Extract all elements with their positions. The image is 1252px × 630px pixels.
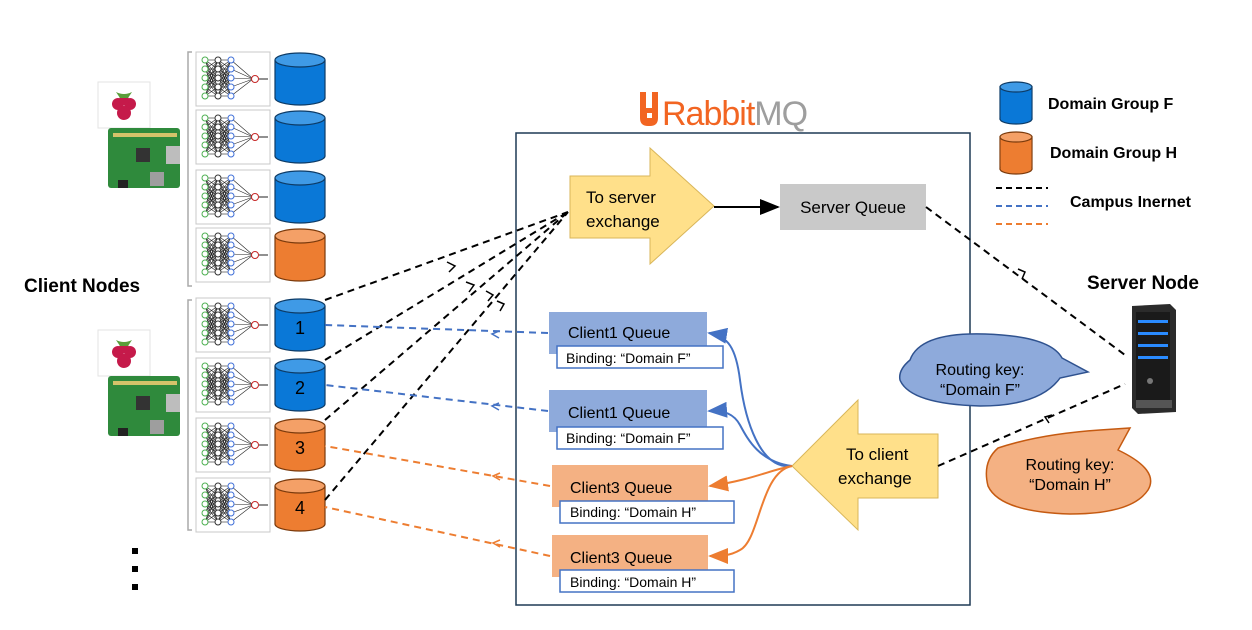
blue-database-icon (274, 170, 326, 224)
client-queue-1: Client1 Queue Binding: “Domain F” (549, 312, 724, 369)
server-node-label: Server Node (1087, 273, 1199, 294)
queue-binding: Binding: “Domain H” (570, 504, 696, 520)
model-row: 4 (195, 477, 326, 533)
db-number: 4 (295, 498, 305, 518)
neural-network-graph (201, 232, 268, 276)
legend: Domain Group F Domain Group H Campus Ine… (996, 81, 1192, 225)
blue-database-icon (274, 110, 326, 164)
neural-network-graph (201, 422, 268, 466)
queue-binding: Binding: “Domain F” (566, 430, 691, 446)
group-bracket (187, 299, 192, 531)
client-nodes: Client Nodes (24, 51, 326, 590)
db-number: 1 (295, 318, 305, 338)
routing-key-h-line2: “Domain H” (1029, 477, 1111, 494)
to-client-line1: To client (846, 445, 909, 464)
model-row: 3 (195, 417, 326, 473)
legend-orange-cylinder-icon (999, 131, 1033, 175)
routing-key-f-line2: “Domain F” (940, 382, 1020, 399)
blue-database-icon (274, 52, 326, 106)
pi-board-icon (108, 128, 180, 188)
model-row: 1 (195, 297, 326, 353)
neural-network-graph (201, 174, 268, 218)
legend-domain-f: Domain Group F (1048, 96, 1174, 113)
campus-network-lines (324, 206, 1126, 557)
to-server-line1: To server (586, 188, 656, 207)
server-queue: Server Queue (780, 184, 926, 230)
raspberry-logo-icon (112, 340, 136, 368)
blue-database-icon (274, 298, 326, 352)
model-row (195, 51, 326, 107)
raspberry-pi-1 (97, 81, 180, 188)
model-row (195, 109, 326, 165)
orange-database-icon (274, 228, 326, 282)
exchange-routes (707, 327, 793, 564)
neural-network-graph (201, 302, 268, 346)
db-number: 2 (295, 378, 305, 398)
legend-blue-cylinder-icon (999, 81, 1033, 125)
neural-network-graph (201, 114, 268, 158)
raspberry-pi-2 (97, 329, 180, 436)
queue-name: Client3 Queue (570, 480, 672, 497)
to-server-line2: exchange (586, 212, 660, 231)
client-queue-4: Client3 Queue Binding: “Domain H” (552, 535, 735, 593)
routing-key-callout-f: Routing key: “Domain F” (898, 333, 1091, 407)
queue-name: Client1 Queue (568, 325, 670, 342)
client-queue-2: Client1 Queue Binding: “Domain F” (549, 390, 724, 450)
orange-database-icon (274, 418, 326, 472)
rabbit-logo-icon (640, 92, 658, 126)
raspberry-logo-icon (112, 92, 136, 120)
routing-key-f-line1: Routing key: (936, 362, 1025, 379)
blue-database-icon (274, 358, 326, 412)
to-client-line2: exchange (838, 469, 912, 488)
queue-name: Client3 Queue (570, 550, 672, 567)
client-nodes-label: Client Nodes (24, 276, 140, 297)
to-client-exchange: To client exchange (791, 398, 939, 532)
routing-key-callout-h: Routing key: “Domain H” (985, 427, 1152, 515)
neural-network-graph (201, 482, 268, 526)
client-queue-3: Client3 Queue Binding: “Domain H” (552, 465, 735, 524)
queue-binding: Binding: “Domain F” (566, 350, 691, 366)
routing-key-h-line1: Routing key: (1026, 457, 1115, 474)
svg-text:RabbitMQ: RabbitMQ (662, 95, 807, 133)
server-queue-label: Server Queue (800, 198, 906, 217)
model-row (195, 169, 326, 225)
neural-network-graph (201, 56, 268, 100)
pi-board-icon (108, 376, 180, 436)
server-tower-icon (1132, 304, 1176, 414)
brand-part1: Rabbit (662, 95, 756, 133)
legend-network: Campus Inernet (1070, 194, 1192, 211)
legend-domain-h: Domain Group H (1050, 145, 1177, 162)
to-server-exchange: To server exchange (569, 146, 715, 266)
model-row: 2 (195, 357, 326, 413)
neural-network-graph (201, 362, 268, 406)
brand-part2: MQ (754, 95, 807, 133)
db-number: 3 (295, 438, 305, 458)
direction-chevrons (446, 261, 1053, 548)
queue-name: Client1 Queue (568, 405, 670, 422)
orange-database-icon (274, 478, 326, 532)
queue-binding: Binding: “Domain H” (570, 574, 696, 590)
rabbitmq-logo: RabbitMQ (640, 92, 808, 133)
model-row (195, 227, 326, 283)
group-bracket (187, 51, 192, 287)
more-nodes-ellipsis-icon (132, 548, 138, 590)
